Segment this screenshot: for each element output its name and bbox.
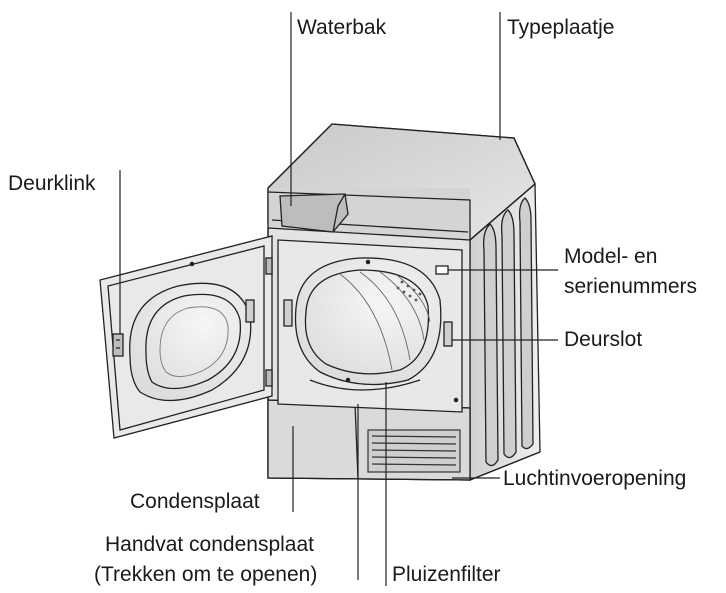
water-tank-drawer: [280, 194, 348, 232]
label-typeplaatje: Typeplaatje: [507, 16, 614, 40]
air-intake-grille: [368, 430, 460, 472]
label-luchtinvoeropening: Luchtinvoeropening: [503, 467, 686, 491]
side-rib-1: [484, 224, 498, 466]
label-model-line2: serienummers: [564, 275, 697, 299]
label-condensplaat: Condensplaat: [130, 490, 260, 514]
side-rib-3: [520, 198, 533, 449]
label-model-line1: Model- en: [564, 245, 657, 269]
label-handvat-line2: (Trekken om te openen): [94, 563, 317, 587]
door-handle: [113, 334, 123, 356]
side-rib-2: [502, 210, 516, 458]
label-handvat-line1: Handvat condensplaat: [105, 533, 314, 557]
open-door: [100, 236, 272, 438]
label-pluizenfilter: Pluizenfilter: [392, 563, 501, 587]
door-hinge-block: [284, 300, 292, 326]
label-deurslot: Deurslot: [564, 328, 642, 352]
label-waterbak: Waterbak: [297, 16, 386, 40]
label-deurklink: Deurklink: [8, 172, 96, 196]
model-serial-plate: [436, 266, 448, 274]
door-opening: [278, 240, 462, 412]
door-lock: [444, 322, 452, 346]
